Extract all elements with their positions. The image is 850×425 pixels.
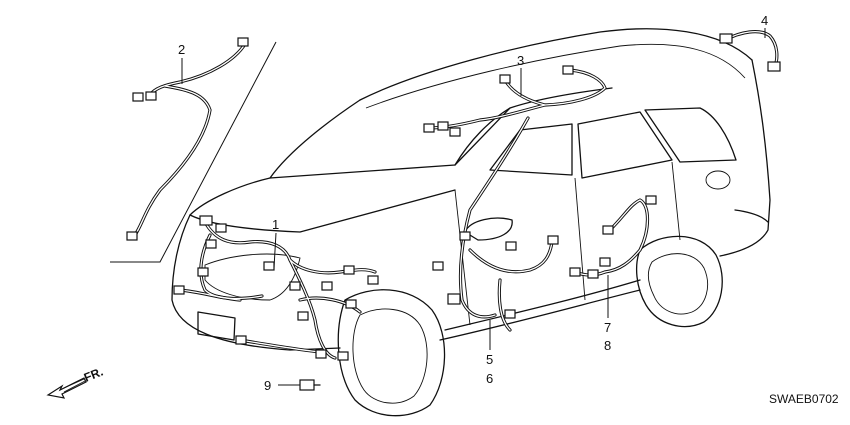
diagram-code: SWAEB0702 <box>769 392 839 406</box>
callout-9: 9 <box>264 378 271 393</box>
harness-7-8 <box>569 195 657 279</box>
callout-6: 6 <box>486 371 493 386</box>
callout-7: 7 <box>604 320 611 335</box>
car-body-outline <box>171 28 771 417</box>
arrow-left-icon <box>46 377 87 399</box>
harness-1 <box>173 215 379 361</box>
callout-1: 1 <box>272 217 279 232</box>
callout-8: 8 <box>604 338 611 353</box>
callout-labels: 2 1 3 4 5 6 7 8 9 <box>178 13 768 393</box>
callout-3: 3 <box>517 53 524 68</box>
inset-divider <box>110 41 277 263</box>
front-direction-indicator: FR. <box>46 365 105 399</box>
callout-2: 2 <box>178 42 185 57</box>
callout-4: 4 <box>761 13 768 28</box>
part-9-clip <box>299 379 321 391</box>
front-direction-label: FR. <box>82 365 105 385</box>
harness-4 <box>719 30 781 72</box>
harness-5-6 <box>432 116 559 332</box>
callout-5: 5 <box>486 352 493 367</box>
harness-2 <box>126 37 249 241</box>
leader-lines <box>181 28 766 386</box>
